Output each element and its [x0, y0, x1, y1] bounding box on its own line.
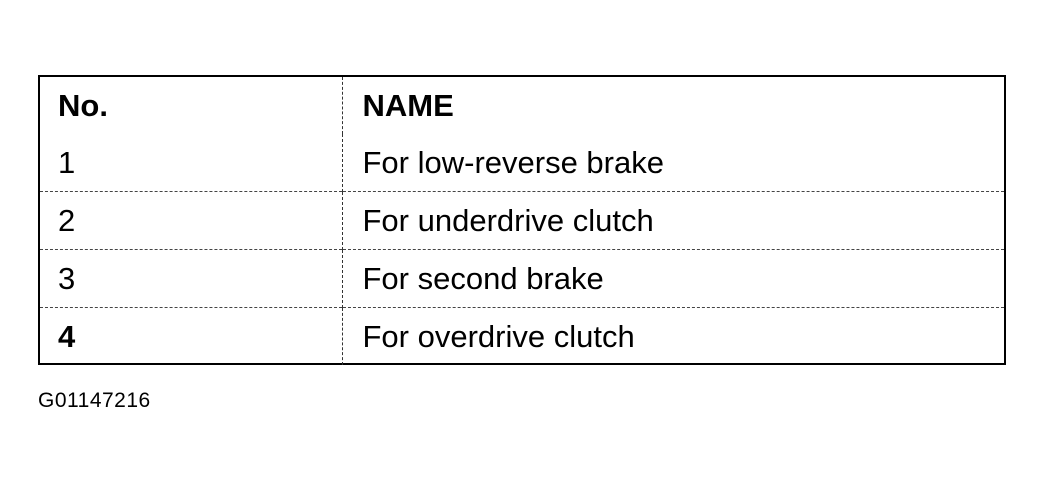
table-row: 1 For low-reverse brake [40, 134, 1004, 192]
parts-table-frame: No. NAME 1 For low-reverse brake 2 For u… [38, 75, 1006, 365]
row-name: For overdrive clutch [341, 307, 1004, 365]
column-header-no: No. [58, 88, 108, 123]
table-row: 4 For overdrive clutch [40, 307, 1004, 365]
row-number: 4 [40, 307, 342, 365]
table-row: 2 For underdrive clutch [40, 191, 1004, 250]
column-header-name: NAME [341, 77, 1004, 134]
parts-table: No. NAME 1 For low-reverse brake 2 For u… [40, 77, 1004, 365]
row-number: 2 [40, 191, 342, 250]
row-number: 1 [58, 145, 76, 180]
figure-id: G01147216 [38, 389, 151, 412]
table-row: 3 For second brake [40, 249, 1004, 308]
row-name: For underdrive clutch [341, 191, 1004, 250]
table-header-row: No. NAME [40, 77, 1004, 134]
row-name: For low-reverse brake [341, 134, 1004, 192]
row-number: 3 [40, 249, 342, 308]
row-name: For second brake [341, 249, 1004, 308]
